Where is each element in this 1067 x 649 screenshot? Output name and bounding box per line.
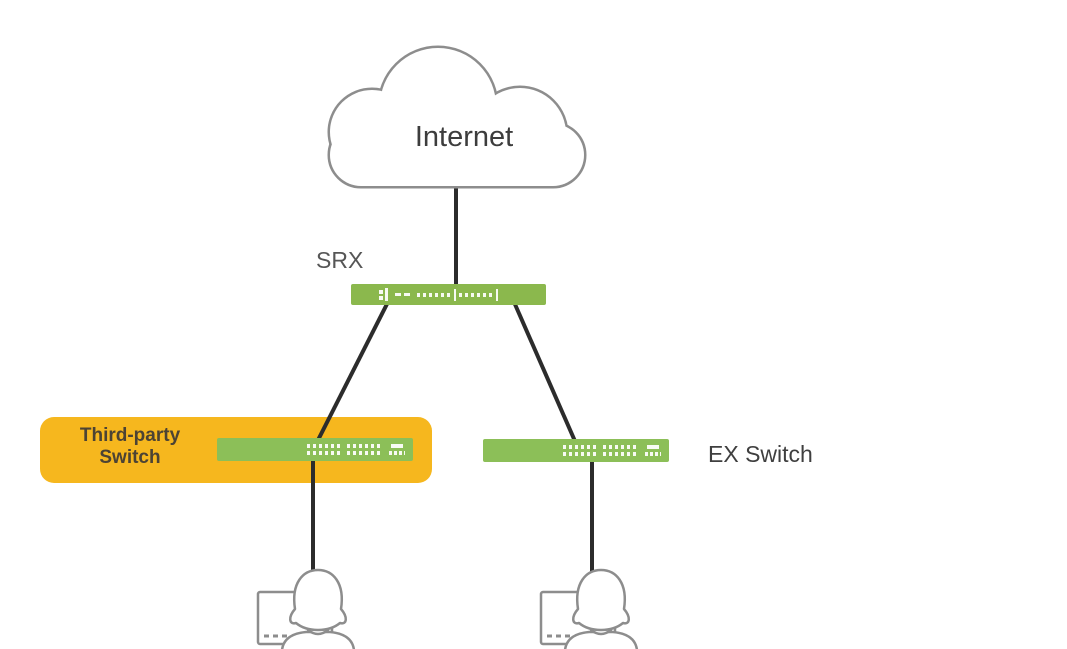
- switch-port-block: [603, 445, 637, 456]
- srx-port-glyph: [379, 288, 388, 301]
- srx-label: SRX: [316, 247, 364, 273]
- internet-label: Internet: [414, 121, 514, 153]
- third-party-switch-label: Third-party Switch: [79, 425, 181, 468]
- link-srx-third-party: [312, 301, 390, 449]
- srx-port-dashes: [395, 293, 410, 296]
- switch-uplink-ports: [643, 445, 661, 456]
- link-srx-ex-switch: [512, 301, 580, 449]
- user-at-computer-icon: [539, 568, 639, 649]
- user-at-computer-icon: [256, 568, 356, 649]
- switch-port-block: [307, 444, 341, 455]
- third-party-switch-device: [217, 438, 413, 461]
- switch-port-block: [563, 445, 597, 456]
- internet-cloud-icon: [327, 45, 587, 189]
- switch-port-block: [347, 444, 381, 455]
- srx-port-strip: [417, 288, 498, 301]
- srx-device: [351, 284, 546, 305]
- switch-uplink-ports: [387, 444, 405, 455]
- ex-switch-label: EX Switch: [708, 441, 813, 467]
- ex-switch-device: [483, 439, 669, 462]
